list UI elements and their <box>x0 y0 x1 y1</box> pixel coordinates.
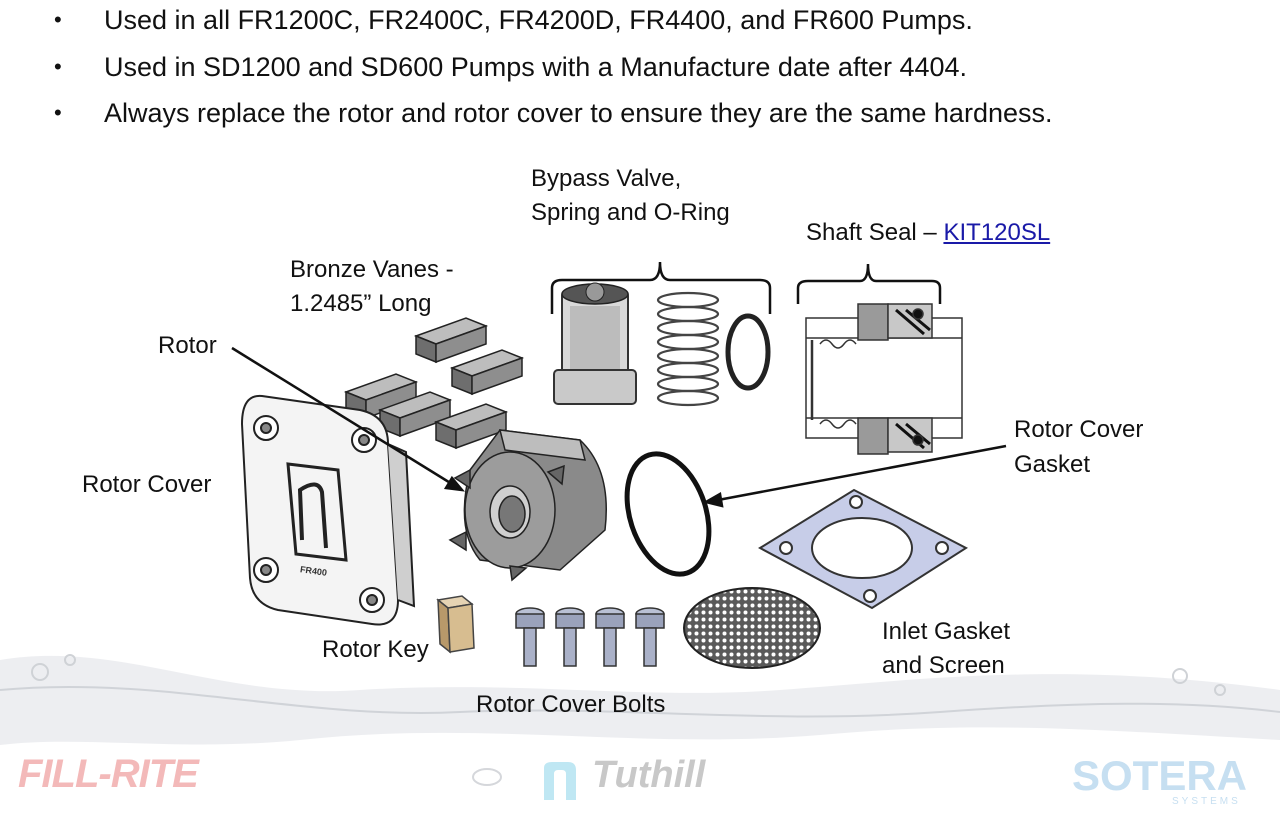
inlet-gasket <box>757 488 969 610</box>
bullet-marker: • <box>54 7 62 32</box>
bullet-text: Used in all FR1200C, FR2400C, FR4200D, F… <box>104 5 973 35</box>
label-bypass-valve-line1: Bypass Valve, <box>531 165 682 192</box>
label-rotor-cover: Rotor Cover <box>82 471 212 498</box>
bullet-item: • Used in SD1200 and SD600 Pumps with a … <box>54 47 967 87</box>
water-splash-background <box>0 654 1280 786</box>
bypass-spring <box>656 291 720 407</box>
tuthill-logo-icon <box>538 760 584 802</box>
rotor-key <box>436 595 475 654</box>
callout-arrows <box>231 346 1007 508</box>
rotor-cover <box>240 394 416 626</box>
bypass-bracket <box>550 261 772 314</box>
rotor-cover-bolts <box>515 607 665 667</box>
rotor <box>448 429 608 582</box>
bullet-text: Used in SD1200 and SD600 Pumps with a Ma… <box>104 52 968 82</box>
label-inlet-gasket-line2: and Screen <box>882 652 1005 679</box>
label-inlet-gasket-line1: Inlet Gasket <box>882 618 1011 645</box>
bullet-marker: • <box>54 100 62 125</box>
bullet-item: • Always replace the rotor and rotor cov… <box>54 93 1053 133</box>
label-rotor-cover-bolts: Rotor Cover Bolts <box>476 691 666 718</box>
label-bronze-vanes-line2: 1.2485” Long <box>290 290 432 317</box>
label-rotor-cover-gasket-line1: Rotor Cover <box>1014 416 1144 443</box>
label-shaft-seal: Shaft Seal – KIT120SL <box>806 216 1050 250</box>
sotera-logo: SOTERA <box>1072 752 1248 799</box>
kit120sl-link[interactable]: KIT120SL <box>943 219 1051 246</box>
tuthill-logo: Tuthill <box>592 754 706 796</box>
shaft-seal <box>805 303 963 455</box>
label-bypass-valve-line2: Spring and O-Ring <box>531 199 730 226</box>
label-rotor-cover-gasket-line2: Gasket <box>1014 451 1091 478</box>
inlet-screen <box>683 587 821 669</box>
bullet-text: Always replace the rotor and rotor cover… <box>104 98 1053 128</box>
sotera-systems-text: SYSTEMS <box>1172 796 1241 807</box>
shaft-seal-bracket <box>796 263 942 304</box>
bullet-marker: • <box>54 54 62 79</box>
fill-rite-logo: FILL-RITE <box>18 752 199 796</box>
label-bronze-vanes-line1: Bronze Vanes - <box>290 256 454 283</box>
rotor-cover-gasket <box>624 451 712 577</box>
bronze-vanes <box>343 317 525 450</box>
bypass-o-ring <box>725 313 771 391</box>
shaft-seal-text: Shaft Seal – <box>806 219 944 246</box>
label-rotor: Rotor <box>158 332 217 359</box>
bullet-item: • Used in all FR1200C, FR2400C, FR4200D,… <box>54 0 973 40</box>
bypass-valve <box>553 282 637 405</box>
label-rotor-key: Rotor Key <box>322 636 429 663</box>
